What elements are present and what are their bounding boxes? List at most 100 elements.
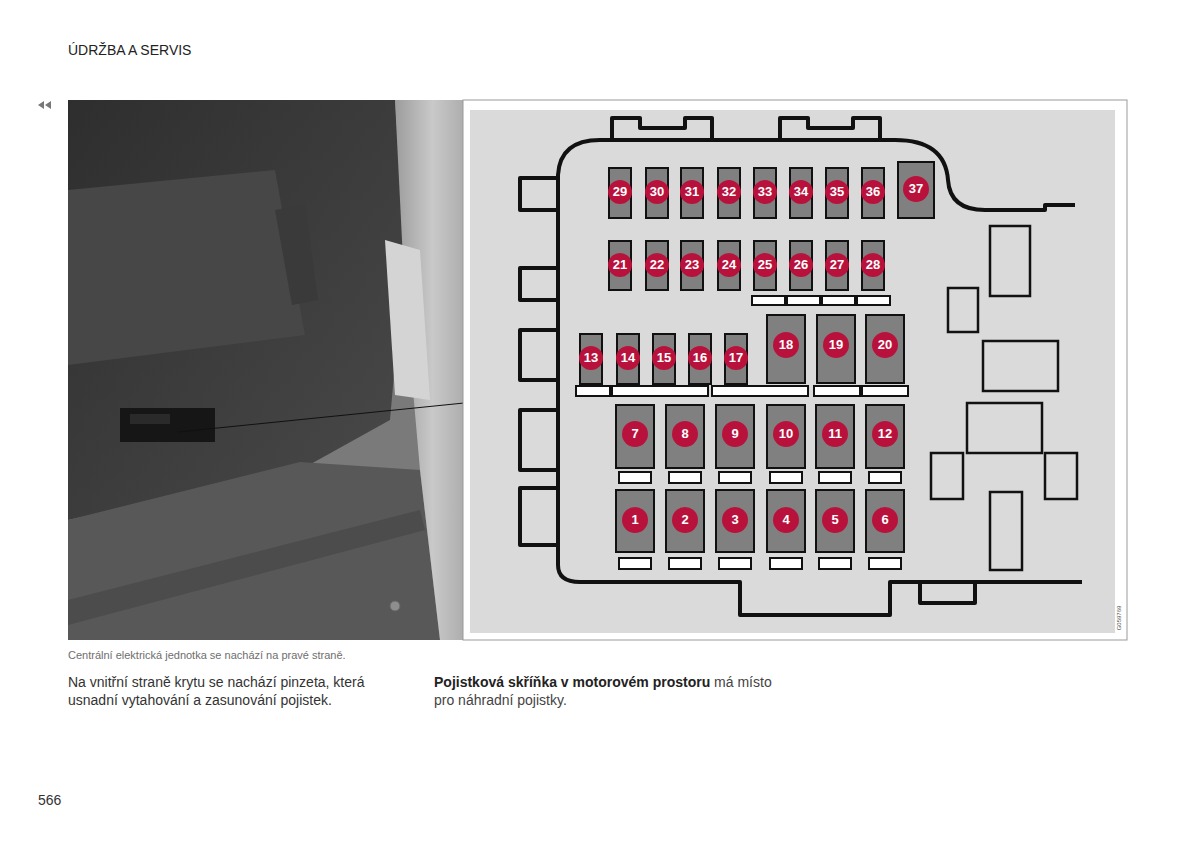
fuse [816,490,854,552]
component-outline [948,288,978,332]
callout-circle [622,507,648,533]
callout-number: 35 [823,184,851,200]
page-number: 566 [38,792,61,808]
shape [68,100,470,640]
fuse [716,490,754,552]
callout-circle [672,421,698,447]
fuse [898,162,934,218]
callout-number: 27 [823,257,851,273]
callout-number: 32 [715,184,743,200]
spare-slot [869,472,901,483]
spare-slot [819,558,851,569]
shape [178,403,464,432]
shape [579,162,934,552]
shape [275,205,318,305]
paragraph: Pojistková skříňka v motorovém prostorum… [434,673,784,709]
shape [520,488,558,545]
callout-number: 20 [871,337,899,353]
spare-slot [770,472,802,483]
spare-slot [719,558,751,569]
bold-lead: Pojistková skříňka v motorovém prostoru [434,674,710,690]
shape [520,330,558,380]
callout-circle [773,507,799,533]
callout-number: 26 [787,257,815,273]
callout-circle [773,332,799,358]
spare-slot [719,472,751,483]
fuse [616,490,654,552]
fuse [866,490,904,552]
callout-number: 19 [822,337,850,353]
component-outline [990,226,1030,296]
shape [390,601,400,611]
callout-circle [872,332,898,358]
fuse [866,405,904,468]
shape [463,100,1127,640]
callout-number: 3 [721,512,749,528]
callout-number: 21 [606,257,634,273]
callout-number: 4 [772,512,800,528]
running-header: ÚDRŽBA A SERVIS [68,42,191,58]
callout-number: 34 [787,184,815,200]
callout-number: 36 [859,184,887,200]
component-outline [1045,453,1077,499]
fuse [866,315,904,383]
callout-circle [773,421,799,447]
continuation-mark [38,101,51,109]
shape [576,296,908,569]
fuse [716,405,754,468]
shape [780,118,880,140]
callout-circle [822,421,848,447]
callout-number: 14 [614,350,642,366]
callout-number: 33 [751,184,779,200]
callout-circle [872,507,898,533]
spare-slot [669,472,701,483]
callout-circle [872,421,898,447]
spare-slot [862,386,908,396]
shape [470,110,1115,633]
shape [68,510,425,625]
callout-circle [622,421,648,447]
callout-number: 24 [715,257,743,273]
shape [931,226,1077,570]
spare-slot [612,386,708,396]
fuse [666,490,704,552]
callout-circle [722,507,748,533]
spare-slot [770,558,802,569]
spare-slot [619,472,651,483]
spare-slot [752,296,785,305]
callout-number: 31 [678,184,706,200]
callout-number: 16 [686,350,714,366]
callout-number: 5 [821,512,849,528]
callout-number: 10 [772,426,800,442]
callout-number: 7 [621,426,649,442]
fuse [616,405,654,468]
shape [520,118,1082,615]
spare-slot [669,558,701,569]
paragraph: Na vnitřní straně krytu se nachází pinze… [68,673,408,709]
callout-number: 8 [671,426,699,442]
callout-number: 17 [722,350,750,366]
callout-circle [822,507,848,533]
caption: Centrální elektrická jednotka se nachází… [68,649,346,661]
callout-number: 25 [751,257,779,273]
shape [130,414,170,424]
callout-number: 22 [643,257,671,273]
spare-slot [787,296,820,305]
callout-circle [722,421,748,447]
spare-slot [814,386,860,396]
shape [68,100,405,520]
spare-slot [857,296,890,305]
image-code: G059769 [1116,593,1122,643]
callout-number: 2 [671,512,699,528]
component-outline [967,403,1042,453]
callout-number: 28 [859,257,887,273]
callout-number: 29 [606,184,634,200]
spare-slot [619,558,651,569]
shape [520,410,558,470]
spare-slot [576,386,610,396]
callout-number: 15 [650,350,678,366]
fuse [816,405,854,468]
fuse [767,405,805,468]
component-outline [983,341,1058,391]
callout-number: 9 [721,426,749,442]
